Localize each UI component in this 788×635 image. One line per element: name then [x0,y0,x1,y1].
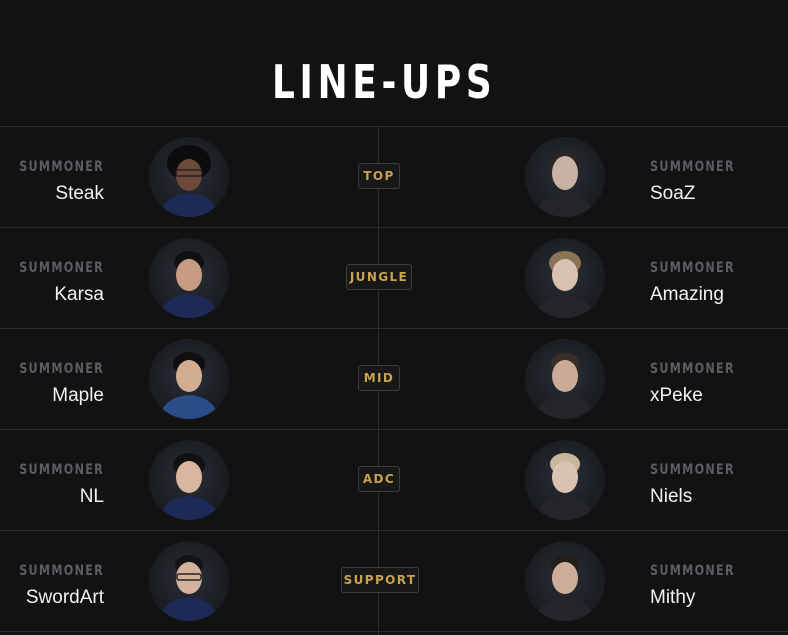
left-player-avatar[interactable] [149,440,229,520]
right-summoner-caption: SUMMONER [650,563,735,579]
role-badge-support: SUPPORT [341,567,419,593]
left-summoner-caption: SUMMONER [19,159,104,175]
right-player-name[interactable]: Amazing [650,284,724,305]
right-player-avatar[interactable] [525,440,605,520]
left-player-avatar[interactable] [149,137,229,217]
lineup-row-top: SUMMONER Steak TOP SUMMONER SoaZ [0,127,788,228]
lineup-row-adc: SUMMONER NL ADC SUMMONER Niels [0,430,788,531]
left-player-name[interactable]: Maple [52,385,104,406]
role-badge-adc: ADC [358,466,400,492]
left-player-avatar[interactable] [149,238,229,318]
role-badge-mid: MID [358,365,400,391]
right-player-avatar[interactable] [525,339,605,419]
left-player-name[interactable]: NL [79,486,104,507]
right-summoner-caption: SUMMONER [650,260,735,276]
right-player-name[interactable]: Mithy [650,587,696,608]
right-summoner-caption: SUMMONER [650,361,735,377]
left-summoner-caption: SUMMONER [19,563,104,579]
left-summoner-caption: SUMMONER [19,361,104,377]
right-player-avatar[interactable] [525,238,605,318]
right-summoner-caption: SUMMONER [650,159,735,175]
right-player-name[interactable]: SoaZ [650,183,696,204]
left-summoner-caption: SUMMONER [19,462,104,478]
role-badge-jungle: JUNGLE [346,264,412,290]
left-player-avatar[interactable] [149,541,229,621]
role-badge-top: TOP [358,163,400,189]
left-player-name[interactable]: Steak [55,183,104,204]
right-player-name[interactable]: Niels [650,486,693,507]
left-player-name[interactable]: SwordArt [25,587,104,608]
left-player-name[interactable]: Karsa [54,284,104,305]
page-title: LINE-UPS [272,55,497,109]
lineup-row-mid: SUMMONER Maple MID SUMMONER xPeke [0,329,788,430]
lineup-table: SUMMONER Steak TOP SUMMONER SoaZ SUMMONE… [0,126,788,635]
lineup-row-jungle: SUMMONER Karsa JUNGLE SUMMONER Amazing [0,228,788,329]
right-summoner-caption: SUMMONER [650,462,735,478]
lineup-row-support: SUMMONER SwordArt SUPPORT SUMMONER Mithy [0,531,788,632]
right-player-name[interactable]: xPeke [650,385,703,406]
left-player-avatar[interactable] [149,339,229,419]
left-summoner-caption: SUMMONER [19,260,104,276]
right-player-avatar[interactable] [525,541,605,621]
right-player-avatar[interactable] [525,137,605,217]
